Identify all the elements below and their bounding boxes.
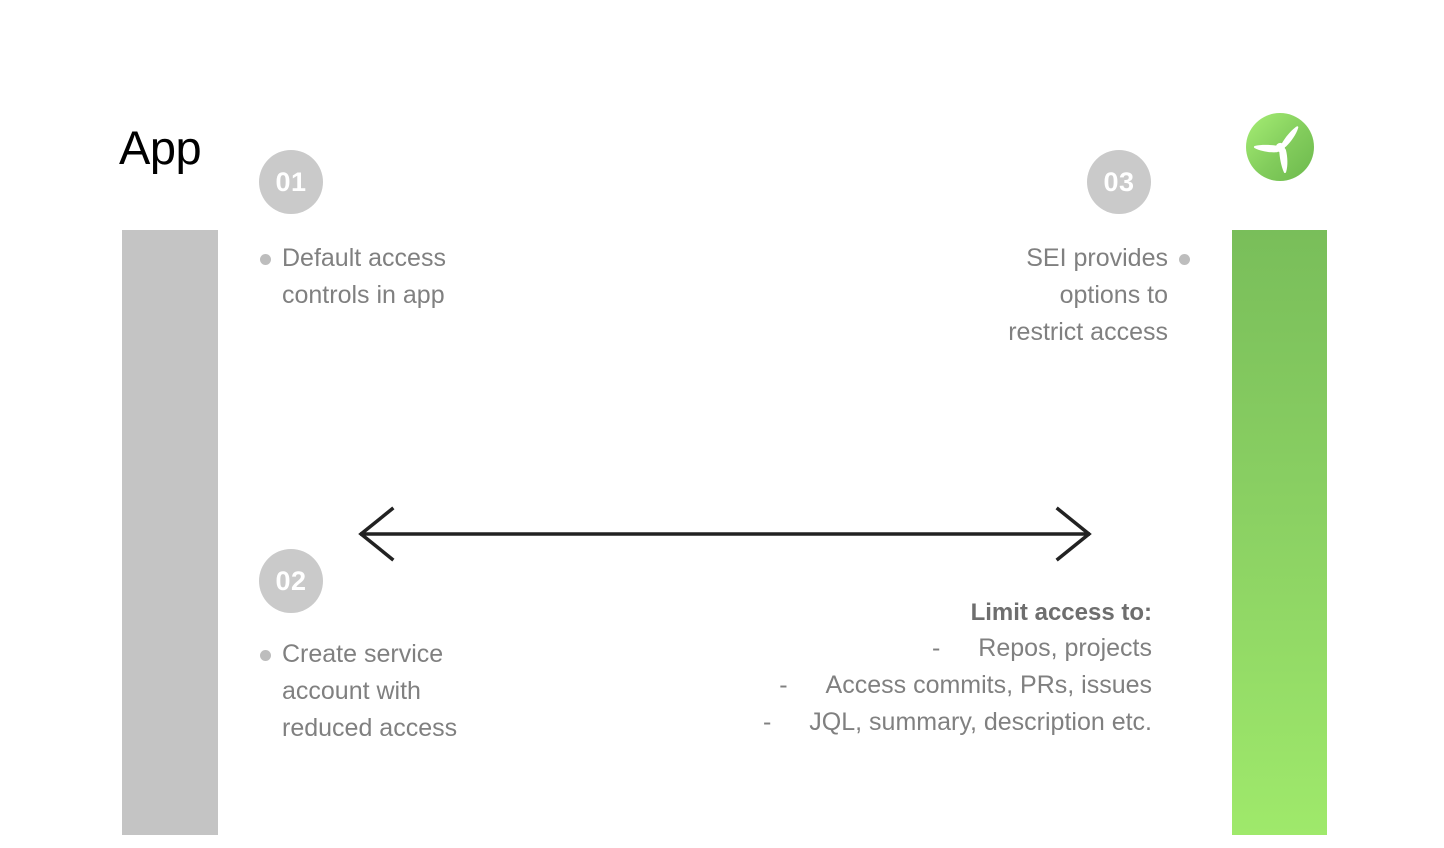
step-badge-02: 02 bbox=[259, 549, 323, 613]
step-text-03: SEI provides options to restrict access bbox=[890, 240, 1190, 351]
double-headed-arrow-icon bbox=[350, 505, 1100, 563]
step-text-01: Default access controls in app bbox=[260, 240, 560, 314]
step-row-01: Default access controls in app bbox=[260, 240, 560, 314]
right-green-bar bbox=[1232, 230, 1327, 835]
limit-access-item-label: Access commits, PRs, issues bbox=[825, 671, 1152, 699]
limit-access-item: - JQL, summary, description etc. bbox=[640, 704, 1152, 741]
page-title: App bbox=[119, 121, 202, 174]
step-badge-03: 03 bbox=[1087, 150, 1151, 214]
propeller-logo-icon bbox=[1245, 112, 1315, 182]
dash-marker: - bbox=[762, 708, 772, 736]
step-text-02: Create service account with reduced acce… bbox=[260, 636, 560, 747]
limit-access-item-label: Repos, projects bbox=[978, 634, 1152, 662]
step-row-03: SEI provides options to restrict access bbox=[890, 240, 1190, 351]
left-gray-bar bbox=[122, 230, 218, 835]
limit-access-item: - Repos, projects bbox=[640, 630, 1152, 667]
step-label-01: Default access controls in app bbox=[282, 244, 446, 309]
limit-access-block: Limit access to: - Repos, projects - Acces… bbox=[640, 596, 1152, 741]
step-badge-01: 01 bbox=[259, 150, 323, 214]
step-label-03: SEI provides options to restrict access bbox=[1008, 244, 1168, 346]
limit-access-title: Limit access to: bbox=[970, 599, 1152, 626]
dash-marker: - bbox=[779, 671, 788, 699]
step-row-02: Create service account with reduced acce… bbox=[260, 636, 560, 747]
limit-access-item: - Access commits, PRs, issues bbox=[640, 667, 1152, 704]
bullet-dot-icon bbox=[260, 254, 271, 265]
bullet-dot-icon bbox=[1179, 254, 1190, 265]
step-label-02: Create service account with reduced acce… bbox=[282, 640, 458, 742]
bullet-dot-icon bbox=[260, 650, 271, 661]
limit-access-item-label: JQL, summary, description etc. bbox=[809, 708, 1152, 736]
dash-marker: - bbox=[931, 634, 941, 662]
